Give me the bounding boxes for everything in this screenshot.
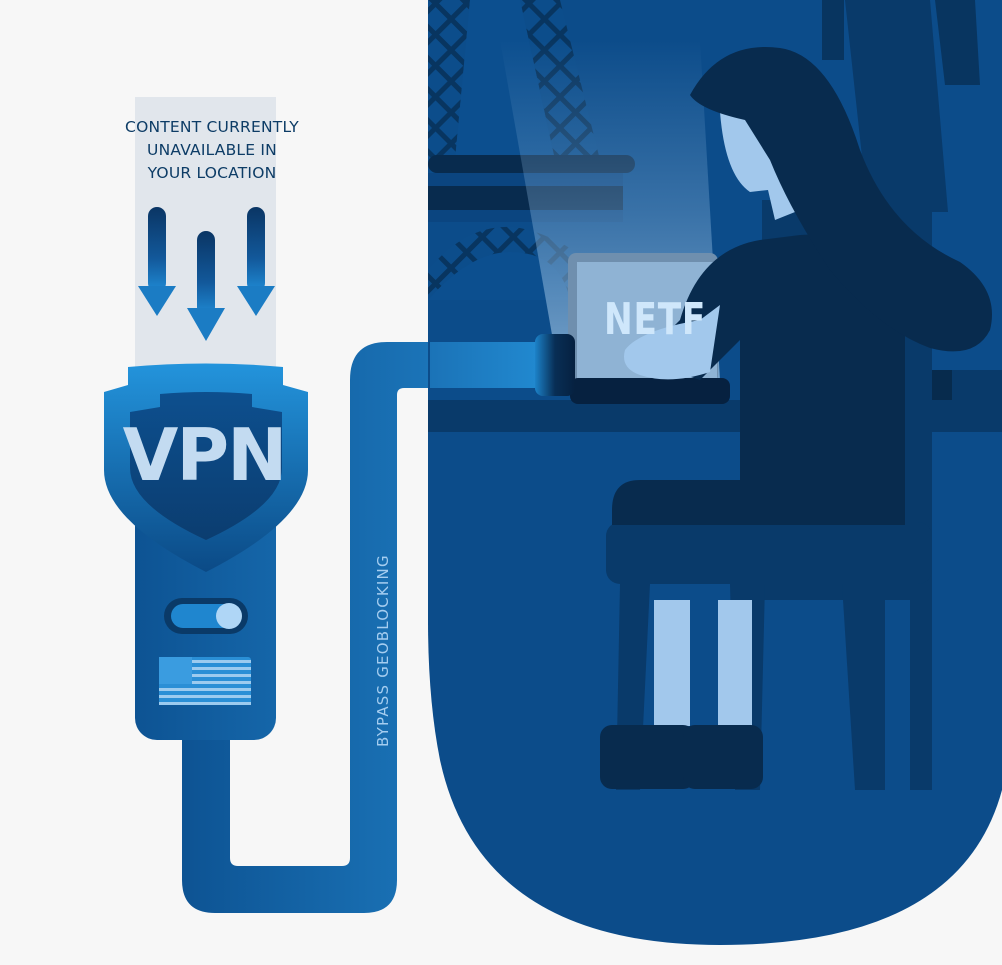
notice-line: YOUR LOCATION [147, 164, 277, 182]
notice-line: UNAVAILABLE IN [147, 141, 277, 159]
streaming-brand-text: NETF [604, 294, 707, 345]
bypass-geoblocking-label: BYPASS GEOBLOCKING [374, 554, 392, 747]
toggle-switch-icon [164, 598, 248, 634]
arrow-down-icon [138, 207, 275, 341]
content-unavailable-notice: CONTENT CURRENTLY UNAVAILABLE IN YOUR LO… [92, 116, 332, 185]
notice-line: CONTENT CURRENTLY [125, 118, 299, 136]
shield-icon [104, 363, 308, 572]
vpn-label: VPN [122, 413, 288, 497]
scene-panel [428, 0, 1002, 945]
us-flag-icon [159, 657, 251, 705]
cable [182, 342, 430, 913]
